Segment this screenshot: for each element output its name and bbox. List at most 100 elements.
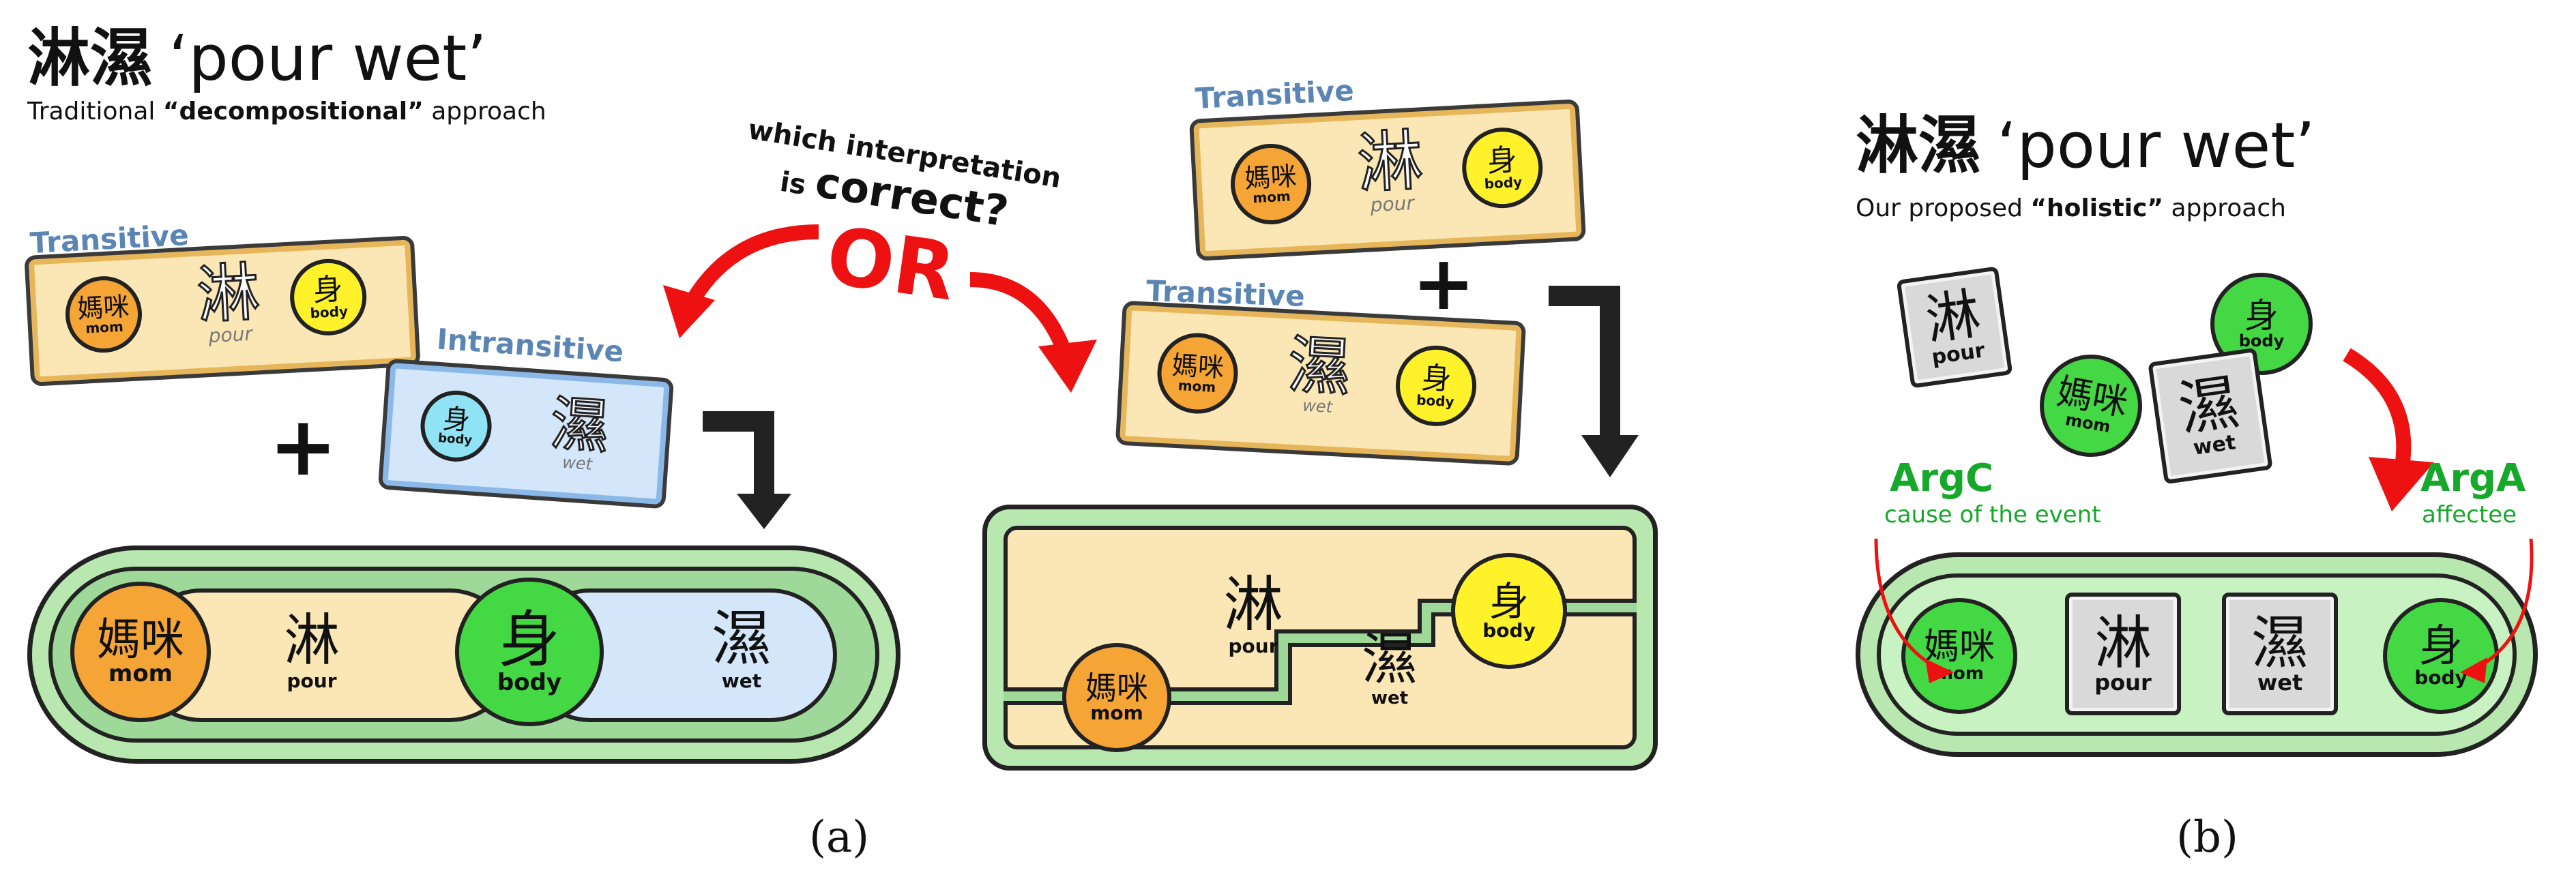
right-result-pour: 淋 pour — [2065, 593, 2181, 715]
left-result-wet-zh: 濕 — [711, 603, 772, 674]
mid-top-body-disc: 身 body — [1460, 125, 1545, 211]
argc-red-arrow-icon — [1874, 538, 1954, 683]
argc-sub: cause of the event — [1884, 501, 2101, 528]
right-subtitle: Our proposed “holistic” approach — [1856, 196, 2286, 221]
mid-result-mom: 媽咪 mom — [1062, 643, 1171, 752]
right-result-mom-zh: 媽咪 — [1923, 627, 1995, 668]
left-title-zh: 淋濕 — [27, 22, 153, 95]
scatter-pour-en: pour — [1930, 338, 1987, 370]
caption-b: (b) — [2176, 812, 2238, 863]
mid-top-mom-disc: 媽咪 mom — [1229, 141, 1314, 226]
arga-label: ArgA — [2420, 456, 2526, 501]
left-subtitle-pre: Traditional — [27, 98, 163, 125]
left-transitive-card: 媽咪 mom 淋 pour 身 body — [24, 235, 421, 387]
right-result-bar: 媽咪 mom 淋 pour 濕 wet 身 body — [1856, 552, 2538, 757]
right-subtitle-post: approach — [2163, 194, 2286, 222]
right-title-en: ‘pour wet’ — [1997, 109, 2315, 182]
left-result-bar: 媽咪 mom 淋 pour 身 body 濕 wet — [27, 546, 901, 764]
mid-bottom-wet-zh: 濕 — [1285, 327, 1353, 406]
red-arrow-right-icon — [969, 272, 1097, 393]
scatter-mom-disc: 媽咪 mom — [2032, 346, 2150, 465]
mid-result-pour: 淋 pour — [1212, 575, 1294, 658]
mid-plus-sign: + — [1412, 239, 1476, 327]
left-plus-sign: + — [269, 400, 338, 494]
caption-a: (a) — [809, 812, 870, 863]
scatter-body-en: body — [2238, 331, 2285, 350]
mid-top-mom-en: mom — [1252, 188, 1291, 207]
left-result-body-zh: 身 — [499, 604, 560, 676]
left-elbow-arrow-icon — [703, 411, 791, 529]
left-result-pour: 淋 pour — [257, 613, 366, 693]
question-line2-pre: is — [778, 166, 818, 203]
scatter-wet-tile: 濕 wet — [2148, 347, 2273, 485]
right-subtitle-bold: “holistic” — [2030, 194, 2164, 222]
left-subtitle-bold: “decompositional” — [162, 98, 424, 125]
arga-red-arrow-icon — [2460, 538, 2534, 683]
pour-outline-glyph: 淋 pour — [192, 255, 265, 347]
left-subtitle: Traditional “decompositional” approach — [27, 100, 546, 124]
mid-top-pour-glyph: 淋 pour — [1351, 121, 1430, 217]
body-cyan-en: body — [437, 431, 473, 448]
right-title-zh: 淋濕 — [1856, 109, 1982, 182]
left-title: 淋濕 ‘pour wet’ — [27, 27, 487, 90]
right-result-body: 身 body — [2383, 598, 2499, 714]
left-result-body: 身 body — [455, 578, 604, 726]
mid-bottom-body-en: body — [1416, 391, 1455, 410]
right-result-pour-en: pour — [2094, 670, 2152, 696]
right-result-wet: 濕 wet — [2222, 593, 2338, 715]
mid-result-pour-zh: 淋 — [1223, 569, 1283, 640]
mid-result-mom-zh: 媽咪 — [1085, 670, 1148, 706]
right-red-arrow-icon — [2343, 348, 2434, 511]
right-title: 淋濕 ‘pour wet’ — [1856, 115, 2315, 177]
scatter-pour-tile: 淋 pour — [1896, 266, 2013, 389]
mid-result-body-zh: 身 — [1489, 578, 1529, 625]
left-title-en: ‘pour wet’ — [169, 22, 487, 95]
mid-top-body-en: body — [1484, 173, 1523, 192]
mid-result-wet-en: wet — [1371, 688, 1409, 708]
mid-result-body: 身 body — [1451, 553, 1567, 669]
left-result-mom-zh: 媽咪 — [97, 615, 184, 666]
left-intransitive-label: Intransitive — [435, 322, 625, 369]
mom-disc-en: mom — [85, 318, 124, 337]
mid-result-box: 媽咪 mom 淋 pour 濕 wet 身 body — [982, 505, 1658, 771]
or-label: OR — [821, 209, 961, 319]
mid-result-pour-en: pour — [1228, 635, 1278, 657]
mid-result-mom-en: mom — [1090, 702, 1143, 724]
pour-outline-zh: 淋 — [194, 255, 262, 333]
mid-top-body-zh: 身 — [1486, 143, 1519, 179]
wet-outline-glyph: 濕 wet — [539, 389, 619, 474]
right-result-mom: 媽咪 mom — [1901, 598, 2017, 714]
right-result-body-en: body — [2414, 666, 2468, 689]
left-result-pour-zh: 淋 — [283, 608, 340, 673]
mid-bottom-body-disc: 身 body — [1394, 343, 1479, 428]
right-result-body-zh: 身 — [2419, 621, 2463, 672]
right-result-wet-en: wet — [2257, 670, 2303, 696]
scatter-body-zh: 身 — [2244, 296, 2279, 335]
left-result-mom-en: mom — [108, 660, 173, 687]
scatter-pour-zh: 淋 — [1921, 282, 1985, 353]
right-result-wet-zh: 濕 — [2251, 610, 2309, 676]
left-intransitive-card: 身 body 濕 wet — [377, 358, 675, 509]
mid-bottom-body-zh: 身 — [1420, 360, 1452, 397]
mid-top-transitive-label: Transitive — [1194, 73, 1355, 116]
body-disc-en: body — [310, 303, 349, 322]
scatter-wet-zh: 濕 — [2174, 366, 2244, 445]
mid-result-wet-zh: 濕 — [1361, 627, 1418, 692]
mid-result-wet: 濕 wet — [1349, 632, 1431, 709]
mid-top-card: 媽咪 mom 淋 pour 身 body — [1188, 99, 1587, 261]
left-result-body-en: body — [497, 669, 562, 696]
body-disc-cyan: 身 body — [418, 388, 495, 464]
mid-result-body-en: body — [1482, 619, 1536, 642]
left-result-pour-en: pour — [287, 670, 337, 692]
body-disc-zh: 身 — [312, 271, 344, 308]
left-result-wet: 濕 wet — [687, 609, 796, 693]
body-cyan-zh: 身 — [441, 403, 471, 437]
mid-top-pour-zh: 淋 — [1354, 121, 1426, 203]
body-disc: 身 body — [288, 256, 369, 338]
mid-bottom-mom-en: mom — [1177, 377, 1216, 395]
right-subtitle-pre: Our proposed — [1856, 194, 2031, 222]
scatter-wet-en: wet — [2191, 430, 2238, 460]
wet-outline-zh: 濕 — [547, 389, 613, 463]
left-result-wet-en: wet — [721, 670, 762, 692]
